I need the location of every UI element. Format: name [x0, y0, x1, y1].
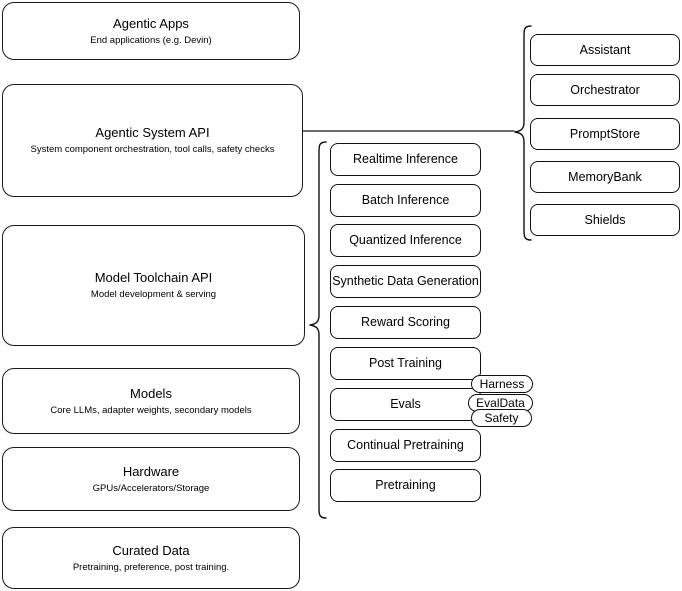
toolchain-item-label: Post Training — [369, 356, 442, 370]
toolchain-item-label: Continual Pretraining — [347, 438, 464, 452]
stack-layer-title: Models — [130, 385, 172, 401]
stack-layer-agentic-system-api[interactable]: Agentic System API System component orch… — [2, 84, 303, 197]
system-component-label: Shields — [584, 212, 626, 227]
toolchain-item-evals[interactable]: Evals — [330, 388, 481, 421]
stack-layer-models[interactable]: Models Core LLMs, adapter weights, secon… — [2, 368, 300, 434]
toolchain-item-label: Pretraining — [375, 478, 436, 492]
system-component-label: Orchestrator — [570, 82, 640, 97]
stack-layer-subtitle: Core LLMs, adapter weights, secondary mo… — [50, 404, 252, 416]
evals-tag-safety[interactable]: Safety — [471, 409, 532, 427]
stack-layer-subtitle: Model development & serving — [90, 289, 217, 300]
toolchain-item-label: Evals — [390, 397, 421, 411]
evals-tag-label: EvalData — [476, 396, 525, 410]
toolchain-item-realtime-inference[interactable]: Realtime Inference — [330, 143, 481, 176]
toolchain-item-synthetic-data-generation[interactable]: Synthetic Data Generation — [330, 265, 481, 298]
stack-layer-title: Model Toolchain API — [94, 270, 213, 285]
stack-layer-subtitle: Pretraining, preference, post training. — [72, 561, 230, 573]
system-component-assistant[interactable]: Assistant — [530, 34, 680, 66]
system-api-connector-line — [302, 130, 515, 132]
stack-layer-agentic-apps[interactable]: Agentic Apps End applications (e.g. Devi… — [2, 2, 300, 60]
stack-layer-subtitle: System component orchestration, tool cal… — [30, 144, 275, 155]
stack-layer-subtitle: End applications (e.g. Devin) — [90, 34, 212, 46]
stack-layer-model-toolchain-api[interactable]: Model Toolchain API Model development & … — [2, 225, 305, 346]
system-component-label: PromptStore — [569, 126, 641, 141]
stack-layer-title: Agentic System API — [95, 125, 210, 140]
stack-layer-title: Hardware — [122, 463, 180, 479]
system-component-label: MemoryBank — [568, 169, 642, 184]
system-component-shields[interactable]: Shields — [530, 204, 680, 236]
system-component-orchestrator[interactable]: Orchestrator — [530, 74, 680, 106]
system-components-brace — [514, 25, 532, 241]
system-component-memorybank[interactable]: MemoryBank — [530, 161, 680, 193]
toolchain-item-batch-inference[interactable]: Batch Inference — [330, 184, 481, 217]
stack-layer-title: Curated Data — [112, 542, 190, 558]
toolchain-item-post-training[interactable]: Post Training — [330, 347, 481, 380]
toolchain-brace — [309, 141, 327, 519]
evals-tag-label: Safety — [484, 411, 519, 425]
system-component-label: Assistant — [579, 42, 631, 57]
toolchain-item-label: Realtime Inference — [353, 152, 458, 166]
evals-tag-label: Harness — [479, 377, 525, 391]
toolchain-item-quantized-inference[interactable]: Quantized Inference — [330, 224, 481, 257]
stack-layer-curated-data[interactable]: Curated Data Pretraining, preference, po… — [2, 527, 300, 589]
stack-layer-subtitle: GPUs/Accelerators/Storage — [92, 482, 210, 494]
toolchain-item-reward-scoring[interactable]: Reward Scoring — [330, 306, 481, 339]
toolchain-item-label: Synthetic Data Generation — [332, 274, 479, 288]
toolchain-item-label: Reward Scoring — [361, 315, 450, 329]
toolchain-item-label: Batch Inference — [361, 193, 450, 207]
toolchain-item-label: Quantized Inference — [349, 233, 462, 247]
evals-tag-harness[interactable]: Harness — [471, 375, 533, 393]
toolchain-item-continual-pretraining[interactable]: Continual Pretraining — [330, 429, 481, 462]
stack-layer-hardware[interactable]: Hardware GPUs/Accelerators/Storage — [2, 447, 300, 511]
system-component-promptstore[interactable]: PromptStore — [530, 118, 680, 150]
toolchain-item-pretraining[interactable]: Pretraining — [330, 469, 481, 502]
stack-layer-title: Agentic Apps — [113, 15, 189, 31]
